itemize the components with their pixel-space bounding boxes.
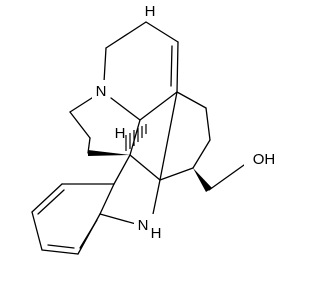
bond — [99, 183, 115, 215]
hydroxyl-label: OH — [253, 151, 276, 168]
wedge-bond — [193, 168, 212, 192]
bond — [31, 211, 43, 251]
hashed-stereo-bond — [125, 124, 147, 151]
bond — [205, 107, 211, 141]
bond — [103, 47, 107, 83]
bond — [99, 213, 137, 225]
bond — [208, 164, 245, 191]
bond — [176, 41, 179, 93]
bond — [69, 111, 91, 139]
bond — [87, 137, 91, 154]
nh-hydrogen-label: H — [151, 225, 162, 242]
bond — [69, 95, 96, 113]
bond — [159, 91, 178, 181]
nitrogen-label: N — [138, 217, 149, 234]
bond — [37, 189, 65, 215]
wedge-bond — [88, 150, 130, 156]
molecule-diagram: N N H OH H H — [31, 3, 276, 255]
structure-canvas: N N H OH H H — [31, 3, 276, 255]
bond — [113, 154, 131, 185]
bond — [41, 249, 79, 255]
bond — [105, 21, 147, 49]
bond — [145, 21, 179, 43]
bond — [31, 183, 63, 213]
nitrogen-label: N — [96, 83, 107, 100]
hydrogen-label: H — [145, 3, 156, 20]
bond — [170, 45, 173, 87]
bond — [159, 167, 194, 181]
bond — [110, 97, 141, 121]
bond — [129, 154, 161, 181]
stereo-hydrogen-label: H — [115, 125, 126, 142]
bond — [152, 179, 161, 215]
bond — [47, 244, 75, 249]
bond — [79, 219, 98, 249]
bond — [192, 139, 211, 169]
bond — [139, 91, 178, 121]
bond — [176, 91, 207, 109]
bond — [129, 119, 141, 156]
